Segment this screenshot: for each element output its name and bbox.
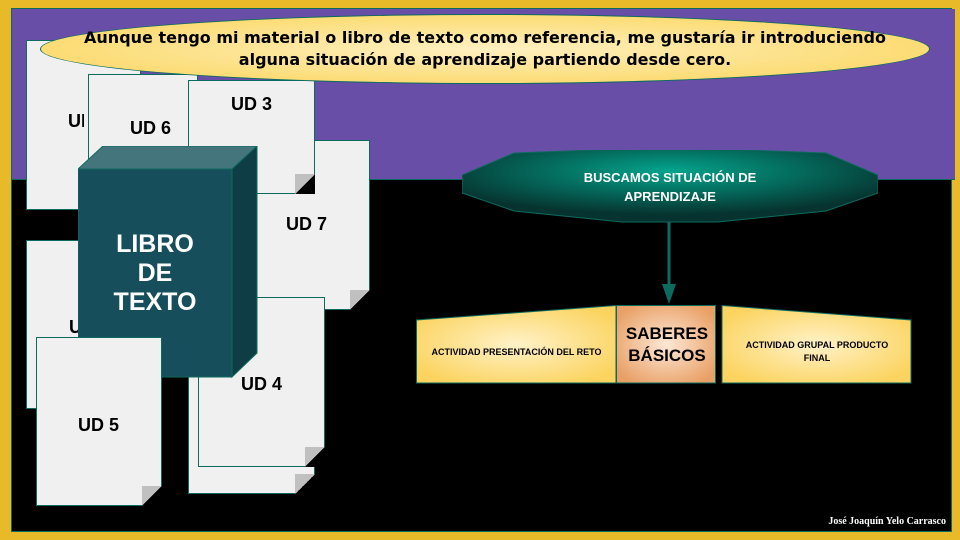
page-fold-icon bbox=[305, 447, 325, 467]
search-label: BUSCAMOS SITUACIÓN DE APRENDIZAJE bbox=[583, 169, 757, 204]
unit-label: UD 7 bbox=[286, 214, 328, 234]
author-credit: José Joaquín Yelo Carrasco bbox=[828, 516, 946, 527]
book-top-face bbox=[78, 146, 258, 170]
saberes-basicos: SABERES BÁSICOS bbox=[625, 323, 709, 365]
unit-label: UD 5 bbox=[78, 415, 120, 435]
intro-bubble: Aunque tengo mi material o libro de text… bbox=[40, 14, 930, 84]
flow-shapes bbox=[416, 305, 912, 384]
activity-final-product: ACTIVIDAD GRUPAL PRODUCTO FINAL bbox=[745, 340, 889, 363]
unit-label: UD 6 bbox=[130, 118, 172, 138]
unit-page-ud5: UD 5 bbox=[36, 337, 162, 506]
activity-presentation: ACTIVIDAD PRESENTACIÓN DEL RETO bbox=[431, 346, 602, 357]
page-fold-icon bbox=[350, 290, 370, 310]
arrow-down-icon bbox=[662, 222, 676, 304]
book-side-face bbox=[231, 146, 258, 378]
book-label: LIBRO DE TEXTO bbox=[113, 229, 197, 316]
unit-label: UD 3 bbox=[231, 94, 273, 114]
page-fold-icon bbox=[295, 474, 315, 494]
page-fold-icon bbox=[142, 486, 162, 506]
right-activity-shape bbox=[721, 305, 912, 384]
unit-label: UD 1 bbox=[68, 111, 84, 131]
search-octagon bbox=[462, 150, 878, 223]
page-fold-icon bbox=[295, 174, 315, 194]
intro-text: Aunque tengo mi material o libro de text… bbox=[84, 28, 886, 69]
unit-label: UD 4 bbox=[241, 374, 283, 394]
center-shape bbox=[616, 305, 716, 384]
